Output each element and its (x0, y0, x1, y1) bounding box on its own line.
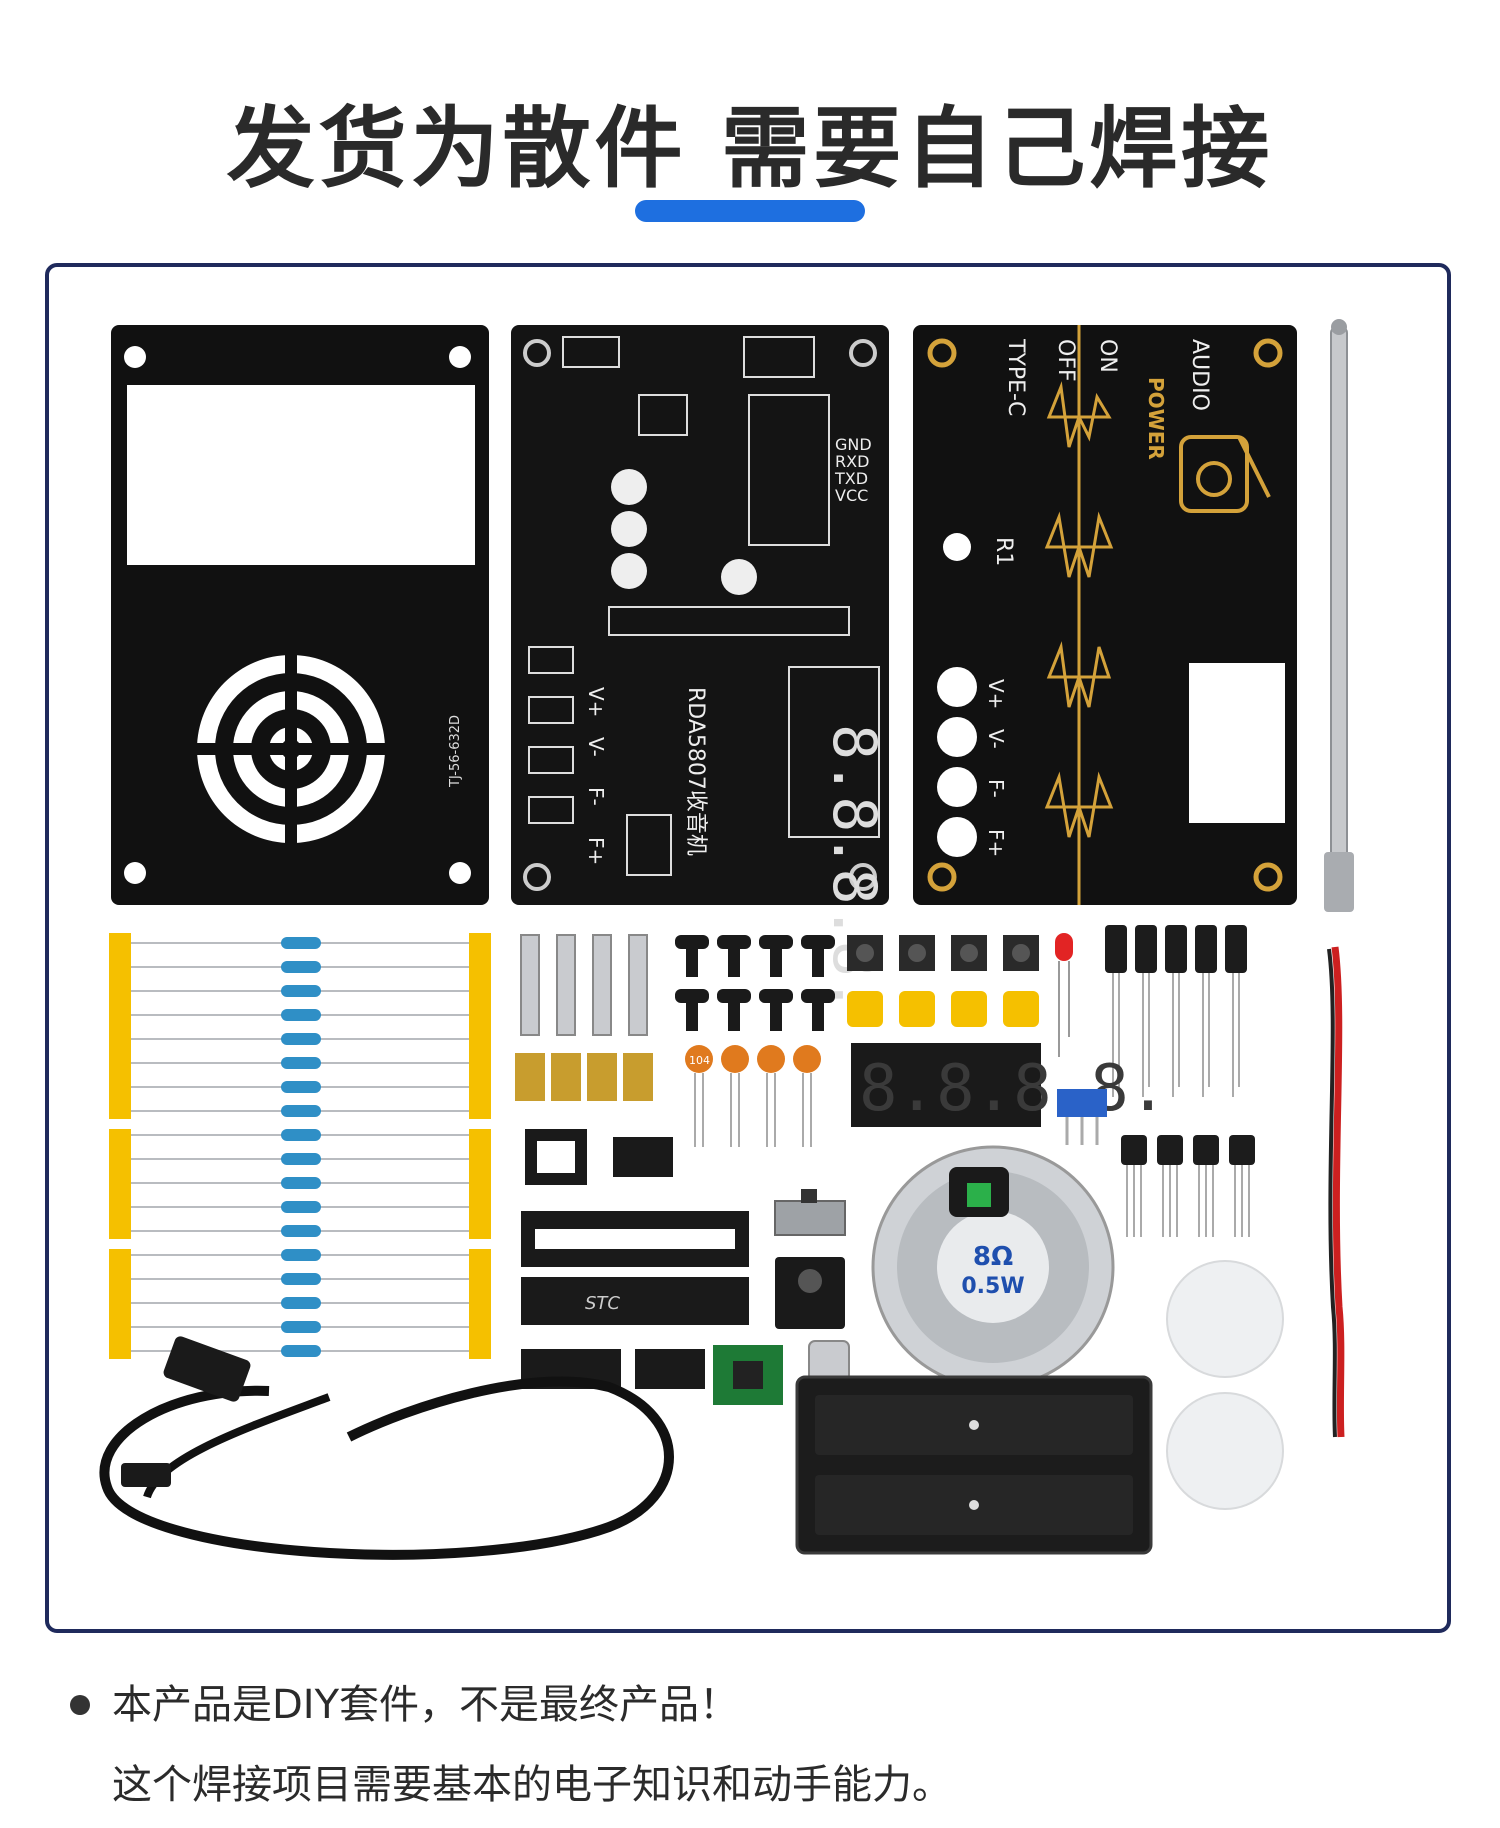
on-label: ON (1095, 339, 1120, 373)
audio-jack (775, 1257, 845, 1329)
pin-txd-label: TXD (834, 469, 868, 488)
mcu-brand-label: STC (585, 1293, 620, 1314)
top-cover-pcb: TYPE-C OFF ON AUDIO R1 POWER V+ V- F- F+ (913, 325, 1297, 905)
speaker-impedance-label: 8Ω (973, 1242, 1013, 1272)
slide-switch (774, 1189, 846, 1236)
cover-vminus-label: V- (984, 729, 1008, 749)
cover-fplus-label: F+ (984, 829, 1008, 857)
electrolytic-capacitors (1105, 925, 1247, 1097)
cover-vplus-label: V+ (984, 679, 1008, 709)
resistor-strips (109, 933, 491, 1359)
kit-parts-photo: TJ-56-632D 8.8.8.8. GND RXD TXD (99, 319, 1354, 1560)
pcb-fminus-label: F- (584, 787, 608, 806)
tactile-buttons (847, 935, 1039, 1027)
telescopic-antenna (1324, 319, 1354, 912)
note-text-2: 这个焊接项目需要基本的电子知识和动手能力。 (112, 1762, 952, 1808)
transistors (1121, 1135, 1255, 1237)
typec-label: TYPE-C (1003, 338, 1028, 416)
battery-holder (795, 1375, 1153, 1555)
pin-rxd-label: RXD (835, 452, 869, 471)
seven-segment-display: 8.8.8.8. (851, 1043, 1167, 1127)
display-digits: 8.8.8.8. (859, 1052, 1167, 1126)
pcb-model-label: RDA5807收音机 (683, 687, 708, 856)
speaker: 8Ω 0.5W (871, 1145, 1115, 1389)
usb-cable (99, 1336, 674, 1560)
pcb-fplus-label: F+ (584, 837, 608, 865)
front-panel-board: TJ-56-632D (111, 325, 489, 905)
note-line-1: 本产品是DIY套件，不是最终产品！ (70, 1665, 1450, 1745)
pin-gnd-label: GND (835, 435, 872, 454)
red-led (1055, 933, 1073, 1057)
product-photo-frame: TJ-56-632D 8.8.8.8. GND RXD TXD (45, 263, 1451, 1633)
pcb-vplus-label: V+ (584, 687, 608, 717)
ic-sockets-and-chips: STC (521, 1129, 783, 1405)
power-label: POWER (1144, 377, 1168, 460)
cover-fminus-label: F- (984, 779, 1008, 798)
disclaimer-notes: 本产品是DIY套件，不是最终产品！ 这个焊接项目需要基本的电子知识和动手能力。 (70, 1665, 1450, 1825)
screws (675, 935, 835, 1031)
speaker-grille-icon (195, 653, 387, 845)
power-wire (1327, 946, 1345, 1438)
radio-icon (1179, 435, 1271, 513)
potentiometer (1057, 1089, 1107, 1145)
speaker-power-label: 0.5W (961, 1274, 1024, 1299)
bullet-dot-icon (70, 1695, 90, 1715)
page-title: 发货为散件 需要自己焊接 (226, 97, 1274, 200)
off-label: OFF (1053, 339, 1078, 382)
audio-label: AUDIO (1187, 339, 1212, 411)
main-pcb-board: 8.8.8.8. GND RXD TXD VCC V+ V- F- F+ RDA… (511, 325, 889, 1013)
usb-c-port (808, 1340, 850, 1382)
title-underline (635, 200, 865, 222)
standoffs (515, 934, 653, 1101)
ceramic-capacitors: 104 (685, 1045, 821, 1147)
pin-vcc-label: VCC (835, 486, 868, 505)
capacitor-code-label: 104 (689, 1054, 710, 1067)
r1-label: R1 (991, 537, 1016, 566)
note-line-2: 这个焊接项目需要基本的电子知识和动手能力。 (70, 1745, 1450, 1825)
note-text-1: 本产品是DIY套件，不是最终产品！ (112, 1682, 740, 1728)
pcb-vminus-label: V- (584, 737, 608, 757)
panel-label: TJ-56-632D (448, 715, 463, 788)
adhesive-pads (1166, 1260, 1284, 1510)
